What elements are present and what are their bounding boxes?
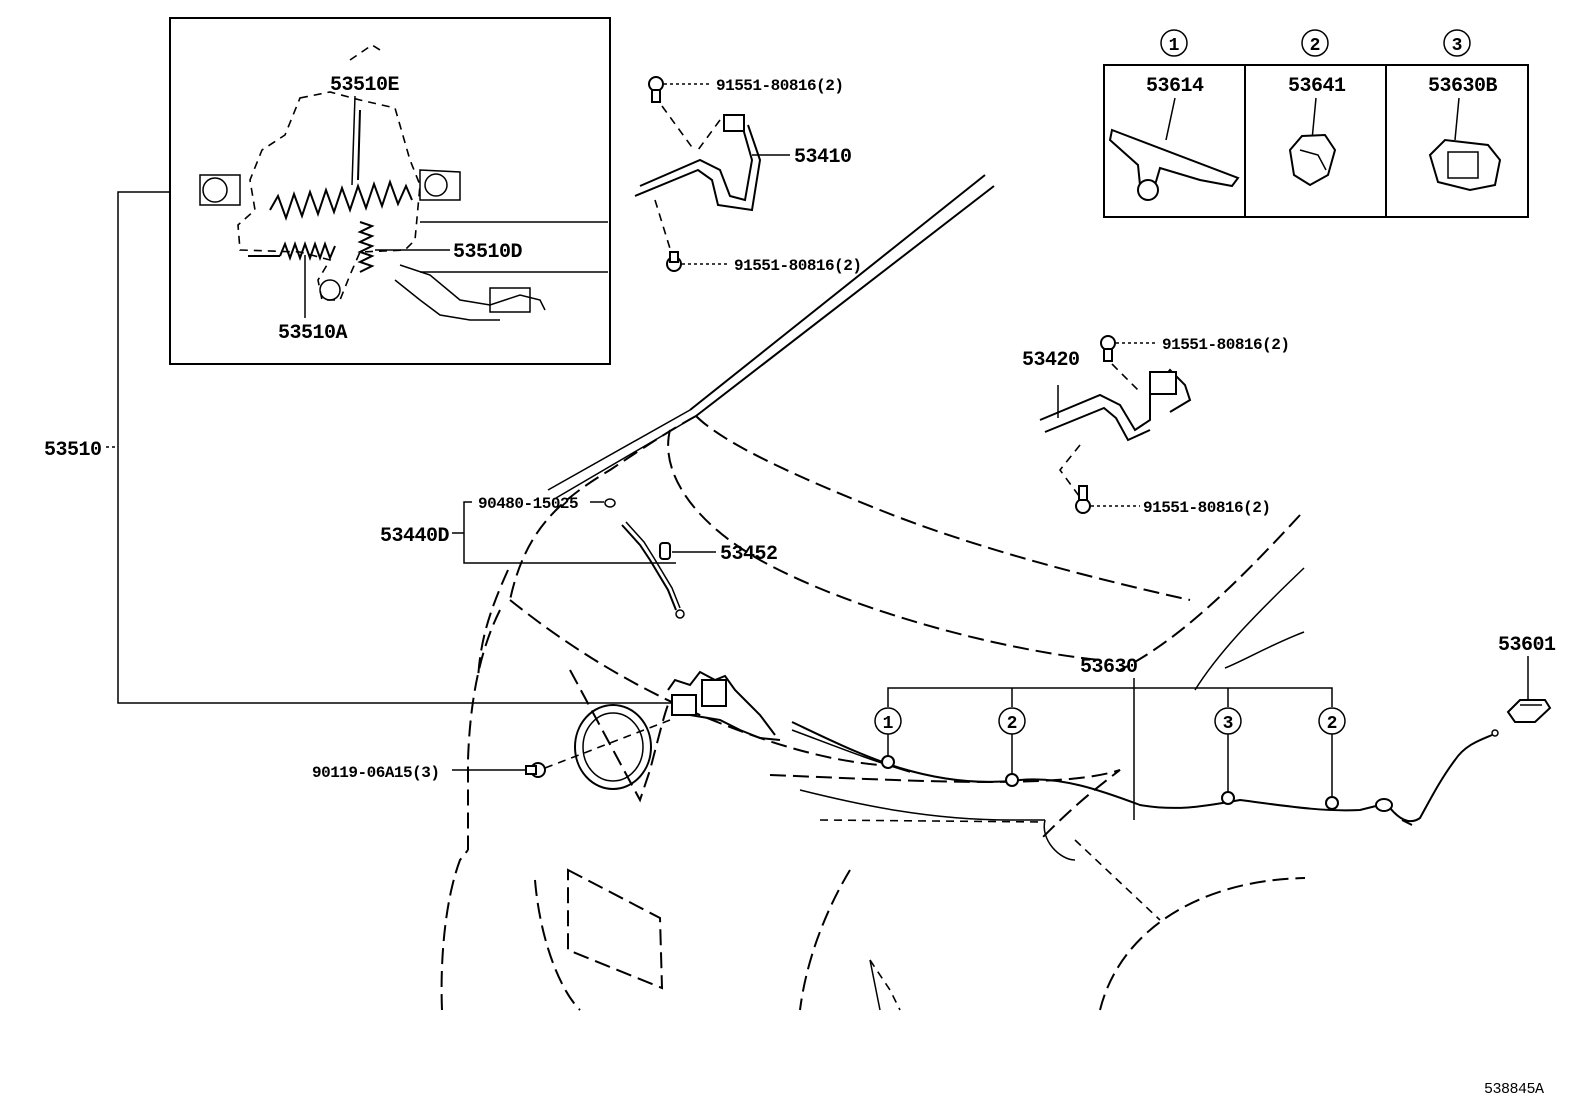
label-bolt-top-hinge: 91551-80816(2) [716, 77, 843, 95]
bolt-icon [1075, 498, 1091, 514]
label-part-e: 53510E [330, 74, 400, 97]
lock-spring-a [279, 241, 336, 261]
label-hinge-left: 53410 [794, 146, 852, 169]
clip-icon [1325, 796, 1339, 810]
legend-marker-2 [1301, 29, 1329, 57]
label-hinge-right: 53420 [1022, 349, 1080, 372]
legend-item-1: 1 53614 [1108, 29, 1240, 201]
lock-on-vehicle: 90119-06A15(3) [312, 670, 781, 782]
legend-marker-3 [1443, 29, 1471, 57]
label-support-rod-set: 53440D [380, 525, 450, 548]
svg-text:1: 1 [883, 714, 894, 734]
clip-end-group: 53601 [1498, 634, 1557, 723]
lock-mount-hole-left [202, 177, 228, 203]
lock-mount-hole-right [424, 173, 448, 197]
legend-part-3: 53630B [1428, 75, 1498, 98]
label-lock-assy: 53510 [44, 439, 102, 462]
label-clip-end: 53601 [1498, 634, 1556, 657]
svg-text:2: 2 [1310, 36, 1321, 56]
vehicle-hood-outline [440, 174, 1306, 1011]
fog-lamp [574, 704, 652, 790]
svg-text:3: 3 [1452, 36, 1463, 56]
hinge-right [1039, 368, 1192, 432]
clip-icon [1221, 791, 1235, 805]
legend-part-2: 53641 [1288, 75, 1346, 98]
license-plate [567, 868, 664, 990]
svg-text:2: 2 [1327, 714, 1338, 734]
support-rod-group: 53440D 90480-15025 53452 [380, 495, 778, 619]
lock-spring-main [269, 178, 413, 222]
legend-table: 1 53614 2 53641 3 53630B [1103, 29, 1529, 218]
inset-frame [169, 17, 611, 365]
clip-53614-icon [1108, 128, 1240, 188]
label-screw: 90480-15025 [478, 495, 578, 513]
bolt-icon [648, 76, 664, 92]
label-support-rod-holder: 53452 [720, 543, 778, 566]
lock-detail-inset: 53510E 53510D 53510A [169, 17, 611, 365]
legend-marker-1 [1160, 29, 1188, 57]
label-part-a: 53510A [278, 322, 348, 345]
clip-53601-icon [1506, 699, 1552, 723]
lock-assy-callout: 53510 [44, 191, 672, 704]
clip-53630b-icon [1428, 138, 1502, 192]
clip-icon [881, 755, 895, 769]
label-part-d: 53510D [453, 241, 523, 264]
svg-text:2: 2 [1007, 714, 1018, 734]
diagram-code: 538845A [1484, 1081, 1544, 1098]
label-bolt-top-right: 91551-80816(2) [1162, 336, 1289, 354]
clip-icon [1005, 773, 1019, 787]
label-bolt-bottom-hinge: 91551-80816(2) [734, 257, 861, 275]
bolt-icon [1100, 335, 1116, 351]
label-lock-bolt: 90119-06A15(3) [312, 764, 439, 782]
support-rod [621, 524, 677, 611]
lock-spring-d [357, 221, 375, 273]
svg-text:1: 1 [1169, 36, 1180, 56]
legend-frame [1103, 64, 1529, 218]
label-bolt-bottom-right: 91551-80816(2) [1143, 499, 1270, 517]
seal-group: 53630 1 2 3 2 [791, 656, 1499, 826]
legend-item-3: 3 53630B [1428, 29, 1502, 192]
clip-53641-icon [1288, 133, 1337, 187]
hinge-right-group: 91551-80816(2) 53420 91551-80816(2) [1022, 335, 1290, 517]
legend-item-2: 2 53641 [1288, 29, 1347, 187]
hinge-left-group: 91551-80816(2) 53410 91551-80816(2) [634, 76, 862, 275]
rod-holder-icon [659, 542, 671, 560]
screw-icon [604, 498, 616, 508]
label-seal: 53630 [1080, 656, 1138, 679]
svg-text:3: 3 [1223, 714, 1234, 734]
legend-part-1: 53614 [1146, 75, 1204, 98]
